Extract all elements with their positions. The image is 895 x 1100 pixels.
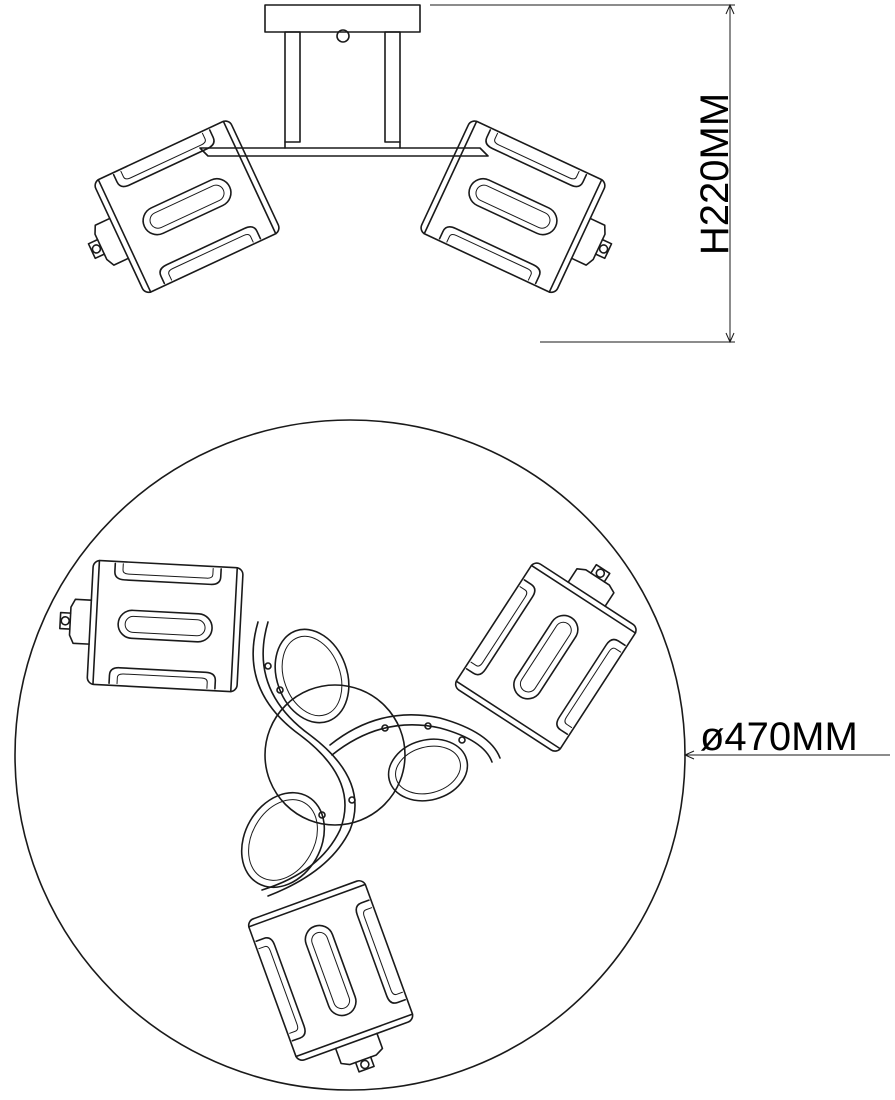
diameter-dimension: ø470MM xyxy=(683,715,890,760)
mounting-bar-left xyxy=(284,31,301,143)
top-shade-left xyxy=(56,557,245,693)
loop-bottom xyxy=(240,791,326,889)
top-shade-right xyxy=(452,534,656,755)
height-dimension: H220MM xyxy=(430,3,737,344)
top-view xyxy=(14,419,686,1092)
outer-circle xyxy=(14,419,686,1091)
arm-left xyxy=(252,621,346,891)
loop-right xyxy=(387,738,469,802)
side-arm xyxy=(199,147,489,157)
side-shade-left xyxy=(64,118,283,309)
top-shade-bottom xyxy=(245,877,426,1092)
mounting-bar-right xyxy=(384,31,401,143)
height-label: H220MM xyxy=(693,93,737,255)
loop-top xyxy=(274,628,350,724)
side-shade-right xyxy=(417,118,636,309)
side-view xyxy=(64,4,636,309)
diameter-label: ø470MM xyxy=(700,715,858,759)
ceiling-canopy xyxy=(264,4,421,33)
arm-right xyxy=(329,714,501,759)
center-screw xyxy=(336,29,350,43)
central-canopy xyxy=(264,684,406,826)
